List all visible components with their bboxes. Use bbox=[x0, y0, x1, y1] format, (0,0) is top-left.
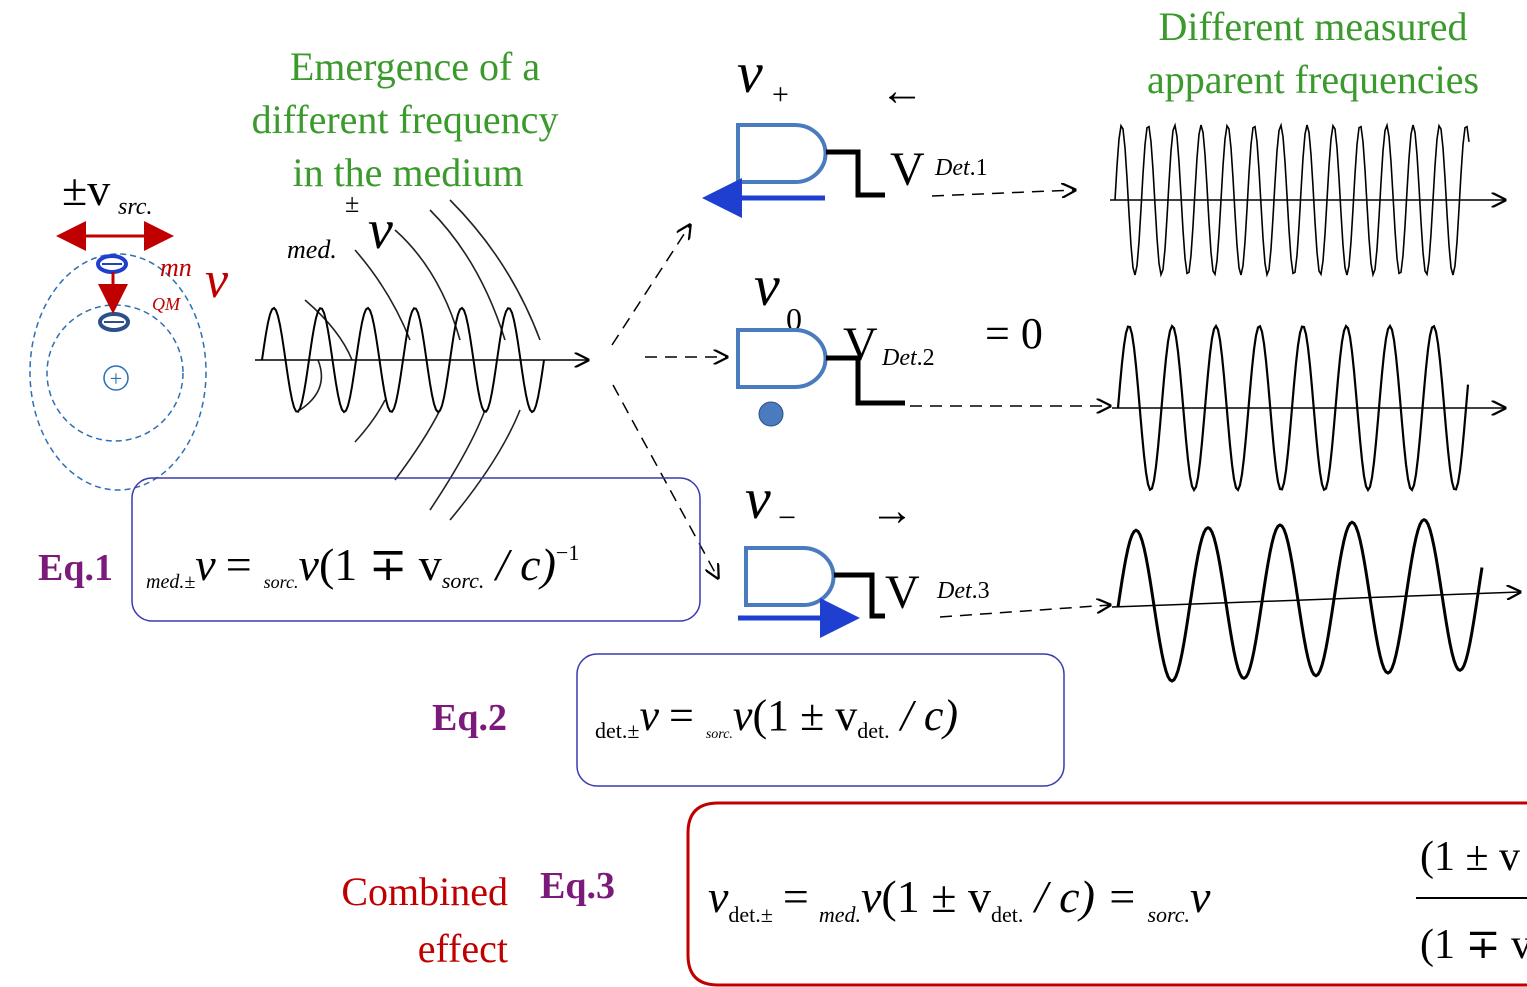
det3-v: V bbox=[885, 566, 920, 619]
outer-orbit bbox=[29, 253, 207, 491]
det2-v: V bbox=[843, 318, 878, 371]
measured-label: Different measured apparent frequencies bbox=[1147, 4, 1479, 102]
source-speed: ±v bbox=[62, 164, 110, 215]
wave3-axis bbox=[1111, 592, 1520, 608]
medium-nu: ν bbox=[368, 199, 393, 261]
detector-3-body bbox=[744, 546, 836, 607]
detector-1: ν + ← V Det.1 bbox=[702, 40, 1075, 218]
combined-line-1: Combined bbox=[341, 869, 508, 914]
detector-2: ν 0 V Det.2 = 0 bbox=[736, 253, 1110, 427]
emergence-line-2: different frequency bbox=[252, 97, 559, 142]
measured-wave-rest bbox=[1116, 323, 1470, 493]
emergence-label: Emergence of a different frequency in th… bbox=[252, 44, 559, 195]
eq1-box bbox=[131, 477, 701, 622]
eq3-formula: νdet.±=med.ν(1 ± vdet. / c) =sorc.ν bbox=[708, 871, 1211, 927]
detector-3-lead bbox=[834, 572, 885, 619]
measured-waves bbox=[1110, 122, 1520, 683]
det1-v-sub: Det.1 bbox=[934, 155, 988, 181]
measured-wave-high bbox=[1114, 122, 1470, 278]
inner-orbit bbox=[46, 304, 184, 442]
nucleus bbox=[103, 365, 129, 391]
emergence-line-1: Emergence of a bbox=[290, 44, 540, 89]
transition-mn: mn bbox=[160, 253, 192, 282]
nucleus-plus: + bbox=[110, 366, 122, 391]
eq3-label: Eq.3 bbox=[540, 865, 615, 907]
source-atom: ±v src. + mn QM ν bbox=[29, 164, 229, 491]
eq2-label: Eq.2 bbox=[432, 697, 507, 739]
measured-line-2: apparent frequencies bbox=[1147, 57, 1479, 102]
det3-nu-sub: − bbox=[778, 499, 796, 535]
det1-nu: ν bbox=[737, 40, 763, 105]
det2-eq: = 0 bbox=[985, 309, 1043, 358]
detector-2-body bbox=[736, 328, 828, 389]
medium-wave bbox=[261, 306, 545, 414]
det3-v-sub: Det.3 bbox=[936, 578, 990, 604]
det2-nu: ν bbox=[754, 253, 780, 318]
transition-qm: QM bbox=[152, 294, 181, 314]
eq2-formula: det.±ν=sorc.ν(1 ± vdet. / c) bbox=[595, 691, 958, 743]
det3-direction: → bbox=[870, 486, 914, 535]
dash-arrow-down bbox=[612, 384, 718, 578]
eq2-box bbox=[576, 653, 1065, 787]
lower-electron bbox=[98, 312, 130, 332]
dash-arrow-up bbox=[611, 225, 690, 346]
detector-1-lead bbox=[826, 149, 885, 198]
measured-line-1: Different measured bbox=[1158, 4, 1467, 49]
medium-sub: med. bbox=[287, 235, 337, 264]
detector-2-stationary-dot bbox=[758, 401, 784, 427]
detector-1-body bbox=[736, 123, 828, 184]
source-nu: ν bbox=[205, 252, 229, 309]
det2-v-sub: Det.2 bbox=[881, 345, 935, 371]
det1-direction: ← bbox=[880, 66, 924, 115]
detector-2-lead bbox=[826, 355, 905, 406]
emergence-line-3: in the medium bbox=[292, 150, 523, 195]
source-speed-sub: src. bbox=[118, 194, 152, 220]
distribution-arrows bbox=[611, 225, 727, 578]
detector-3: ν − → V Det.3 bbox=[738, 466, 1110, 638]
eq3-numerator: (1 ± v bbox=[1420, 834, 1520, 880]
eq3-box bbox=[686, 801, 1527, 987]
det1-nu-sub: + bbox=[772, 78, 789, 111]
eq3-denominator: (1 ∓ v bbox=[1420, 922, 1527, 968]
det1-v: V bbox=[890, 143, 925, 196]
eq1-label: Eq.1 bbox=[38, 547, 113, 589]
eq1-formula: med.±ν=sorc.ν(1 ∓ vsorc. / c)−1 bbox=[146, 539, 579, 593]
combined-line-2: effect bbox=[418, 926, 508, 971]
det3-nu: ν bbox=[745, 466, 771, 531]
det3-output-arrow bbox=[939, 605, 1110, 618]
medium-pm: ± bbox=[345, 189, 359, 218]
medium-wave-group: ± med. ν bbox=[255, 189, 588, 521]
measured-wave-low bbox=[1116, 517, 1484, 683]
det1-output-arrow bbox=[931, 190, 1075, 196]
